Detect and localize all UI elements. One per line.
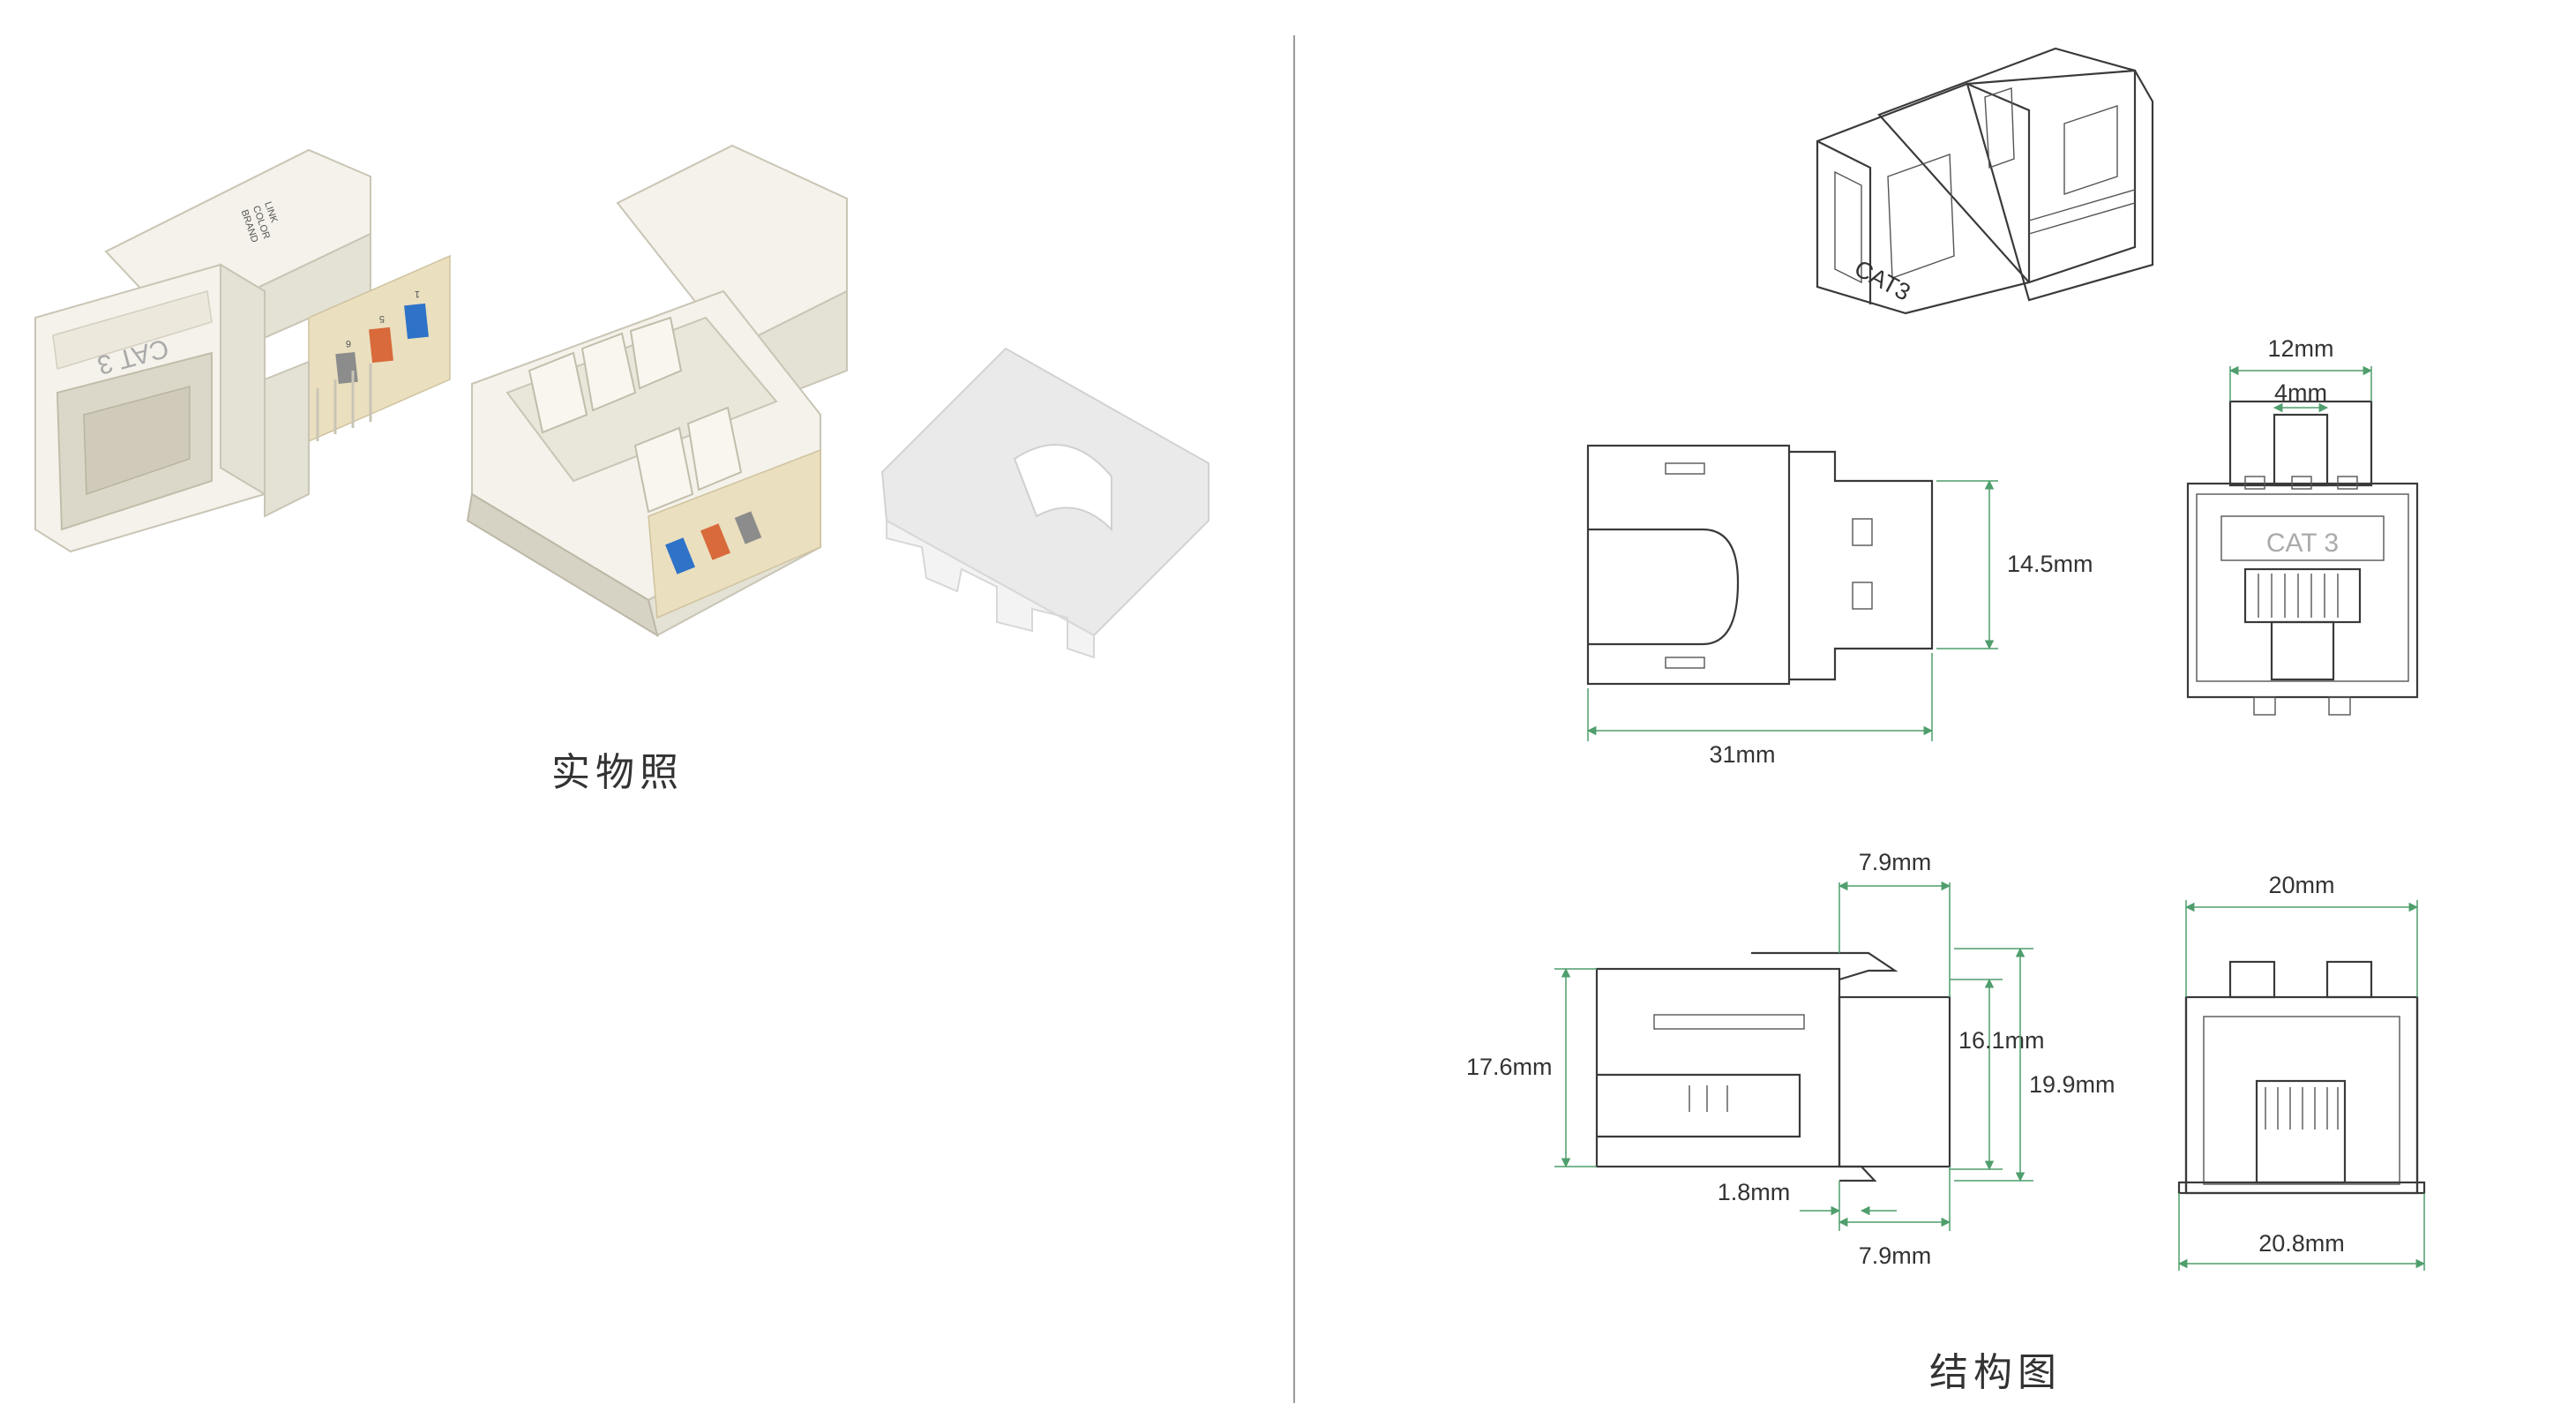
- structure-drawing: CAT3 31mm 14.5mm: [1466, 47, 2426, 1395]
- end-view-cat3-label: CAT 3: [2266, 529, 2339, 558]
- pin-grey-marker: [335, 351, 358, 385]
- pin-orange-marker: [369, 326, 393, 364]
- idc-terminal-blocks: [528, 316, 743, 514]
- pin-number-6: 6: [346, 338, 351, 349]
- dim-height-16-1mm: 16.1mm: [1958, 1027, 2045, 1054]
- photo-caption: 实物照: [551, 750, 684, 795]
- dim-height-14-5mm: 14.5mm: [2007, 551, 2093, 577]
- dim-height-19-9mm: 19.9mm: [2029, 1071, 2115, 1098]
- front-view: 20mm 20.8mm: [2177, 872, 2426, 1271]
- side-view: 17.6mm 16.1mm 19.9mm 7.9mm 7.9mm 1.8mm: [1466, 849, 2115, 1269]
- dim-width-20-8mm: 20.8mm: [2258, 1230, 2345, 1257]
- dim-height-17-6mm: 17.6mm: [1466, 1054, 1553, 1080]
- dim-step-bottom-7-9mm: 7.9mm: [1859, 1242, 1932, 1269]
- open-pin-orange: [700, 523, 730, 560]
- open-pin-blue: [665, 537, 695, 574]
- dim-lip-1-8mm: 1.8mm: [1718, 1179, 1791, 1205]
- pin-blue-marker: [404, 303, 429, 340]
- keystone-jack-assembled: CAT 3 LINK COLOR BRAND 1 5 6: [34, 148, 451, 553]
- open-pin-grey: [734, 511, 762, 544]
- dim-width-4mm: 4mm: [2274, 379, 2327, 406]
- product-photo: CAT 3 LINK COLOR BRAND 1 5 6: [34, 144, 1209, 795]
- isometric-view: CAT3: [1816, 47, 2154, 315]
- pin-number-5: 5: [379, 313, 385, 324]
- pin-number-1: 1: [415, 289, 420, 299]
- dim-step-top-7-9mm: 7.9mm: [1859, 849, 1932, 875]
- end-view: CAT 3 12mm 4mm: [2186, 335, 2419, 716]
- dim-width-20mm: 20mm: [2268, 872, 2334, 898]
- translucent-cap: [880, 347, 1209, 659]
- iso-cat3-stamp: CAT3: [1850, 255, 1914, 306]
- keystone-jack-open: [466, 144, 848, 638]
- dim-width-12mm: 12mm: [2267, 335, 2333, 362]
- top-view: 31mm 14.5mm: [1586, 444, 2093, 768]
- structure-caption: 结构图: [1929, 1350, 2062, 1395]
- dim-length-31mm: 31mm: [1709, 741, 1775, 768]
